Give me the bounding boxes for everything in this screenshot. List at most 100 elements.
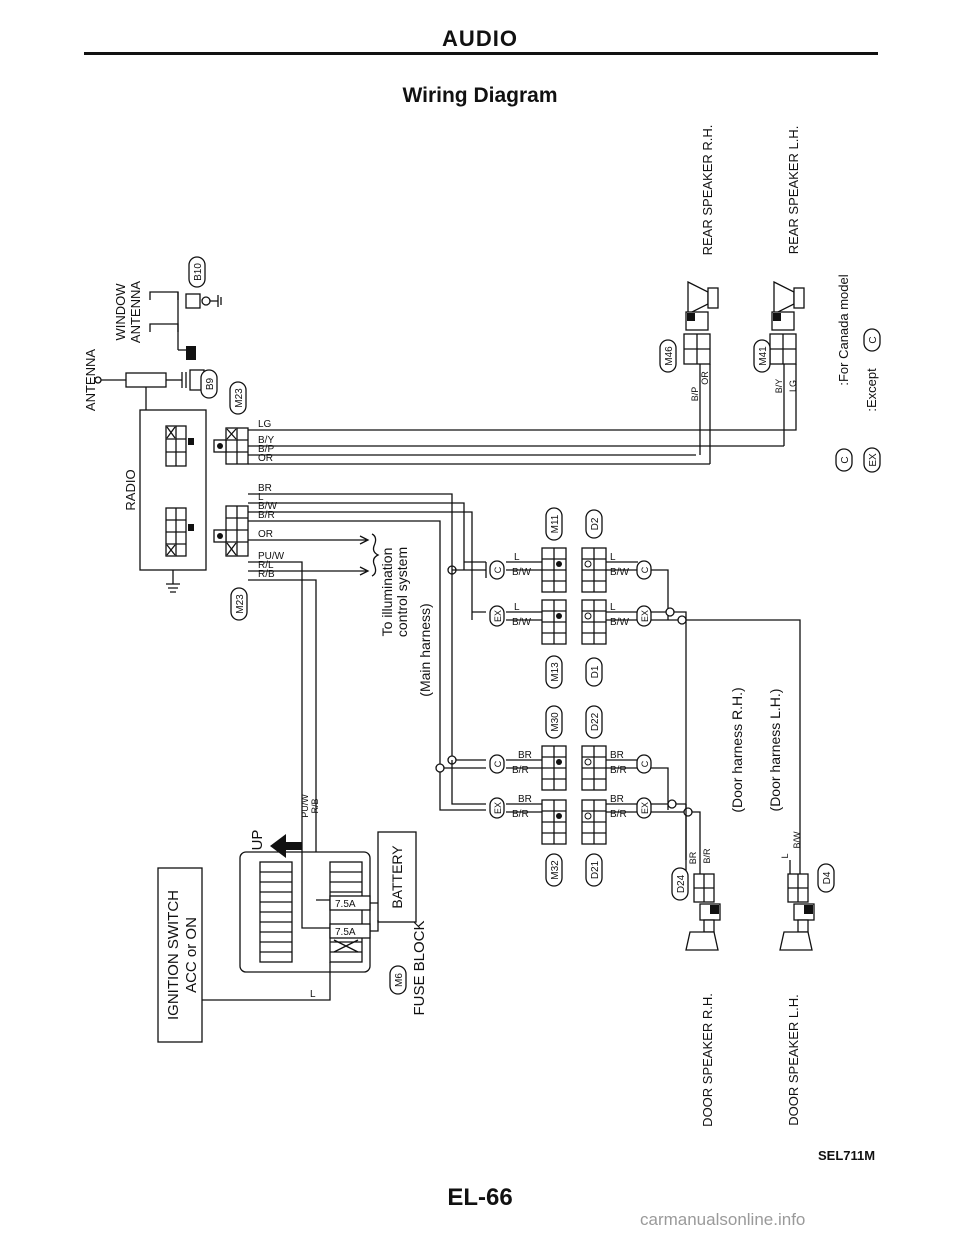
radio-connector-lower [165,507,194,557]
wire-label-rb-fuse: R/B [310,798,320,813]
m23-lower-plug [213,505,249,557]
svg-text:C: C [493,566,503,573]
svg-text:M41: M41 [758,346,769,366]
harness-lbw-paths [447,561,801,860]
wire-label-bw-c-d: B/W [610,567,629,578]
watermark: carmanualsonline.info [640,1210,806,1229]
wire-label-br-ex-d: BR [610,794,624,805]
wire-rb [248,579,317,900]
wire-label-or-lower: OR [258,529,273,540]
illum-label-line2: control system [394,547,410,637]
connector-m41: M41 [753,339,771,373]
wire-label-br: BR [258,483,272,494]
door-speaker-rh-symbol [685,873,721,951]
connector-block-d22 [581,745,607,791]
rear-speaker-lh-label: REAR SPEAKER L.H. [786,126,801,255]
svg-text:C: C [868,336,879,343]
wire-label-bw-ex-d: B/W [610,617,629,628]
wire-label-lg-rear: LG [788,380,798,392]
connector-block-d2 [581,547,607,593]
svg-text:D24: D24 [676,874,687,893]
figure-code: SEL711M [818,1148,876,1163]
svg-text:D4: D4 [822,871,833,884]
svg-text:M6: M6 [394,973,405,987]
fuse-feed-wires [301,820,330,929]
legend-ex-symbol-c-ref: C [863,328,881,352]
wire-label-by-rear: B/Y [774,379,784,394]
antenna-assembly [94,369,205,410]
connector-m30: M30 [545,705,563,739]
door-speaker-rh-label: DOOR SPEAKER R.H. [700,993,715,1127]
battery-box [377,831,417,923]
wire-or-lower [248,535,370,545]
wire-puw [248,561,303,820]
illum-brace [371,533,380,577]
wire-label-bw-c-m: B/W [512,567,531,578]
connector-m13: M13 [545,655,563,689]
connector-d2: D2 [585,509,603,539]
svg-text:D2: D2 [590,517,601,530]
fuse-rating-upper: 7.5A [335,899,356,910]
title-rule [84,52,878,55]
wire-label-lg: LG [258,419,272,430]
svg-text:B10: B10 [193,263,204,281]
wire-label-l-ignition: L [310,989,316,1000]
diagram-subtitle: Wiring Diagram [402,84,558,107]
svg-text:D22: D22 [590,712,601,731]
svg-text:C: C [640,760,650,767]
wire-label-puw: PU/W [258,551,285,562]
wire-label-br-r-ex-d: B/R [610,809,627,820]
svg-text:B9: B9 [205,377,216,390]
connector-m46: M46 [659,339,677,373]
wire-br [248,493,453,760]
connector-block-d21 [581,799,607,845]
ignition-switch-box [157,867,203,1043]
harness-brbr-paths [435,755,701,880]
connector-d21: D21 [585,853,603,887]
wire-label-br-r: B/R [258,510,275,521]
legend-ex-text: :Except [864,368,879,412]
connector-d4: D4 [817,863,835,893]
wire-label-br-c-d: BR [610,750,624,761]
section-title: AUDIO [442,26,518,51]
connector-m11: M11 [545,507,563,541]
wire-label-puw-fuse: PU/W [300,794,310,818]
window-antenna [149,291,222,360]
connector-d22: D22 [585,705,603,739]
wire-label-bw-door: B/W [792,831,802,849]
window-antenna-label-line2: ANTENNA [128,281,143,343]
up-label: UP [249,830,266,851]
wire-label-or-rear: OR [700,371,710,385]
wire-label-bp-rear: B/P [690,387,700,402]
marker-c-upper-left: C [489,560,505,580]
up-arrow-icon [270,834,302,858]
wire-label-l-ex-m: L [514,602,520,613]
door-harness-lh-label: (Door harness L.H.) [767,689,783,812]
connector-block-m13 [541,599,567,645]
marker-ex-lower-left: EX [489,797,505,819]
svg-text:C: C [493,760,503,767]
connector-block-d1 [581,599,607,645]
svg-text:M23: M23 [235,594,246,614]
wire-label-rb: R/B [258,569,275,580]
wire-label-l-c-m: L [514,552,520,563]
wire-label-l-ex-d: L [610,602,616,613]
marker-c-lower-left: C [489,754,505,774]
door-speaker-lh-label: DOOR SPEAKER L.H. [786,994,801,1125]
connector-block-m11 [541,547,567,593]
svg-text:EX: EX [640,610,650,622]
connector-b10: B10 [188,256,206,288]
connector-block-m32 [541,799,567,845]
wire-label-br-r-ex-m: B/R [512,809,529,820]
door-speaker-lh-symbol [779,860,815,951]
wire-label-by: B/Y [258,435,274,446]
wire-label-l-door: L [780,853,790,858]
connector-d1: D1 [585,657,603,687]
svg-text:D21: D21 [590,860,601,879]
svg-text:EX: EX [640,802,650,814]
fuse-rating-lower: 7.5A [335,927,356,938]
connector-d24: D24 [671,867,689,901]
door-harness-rh-label: (Door harness R.H.) [729,687,745,812]
m23-top-plug [213,427,249,465]
